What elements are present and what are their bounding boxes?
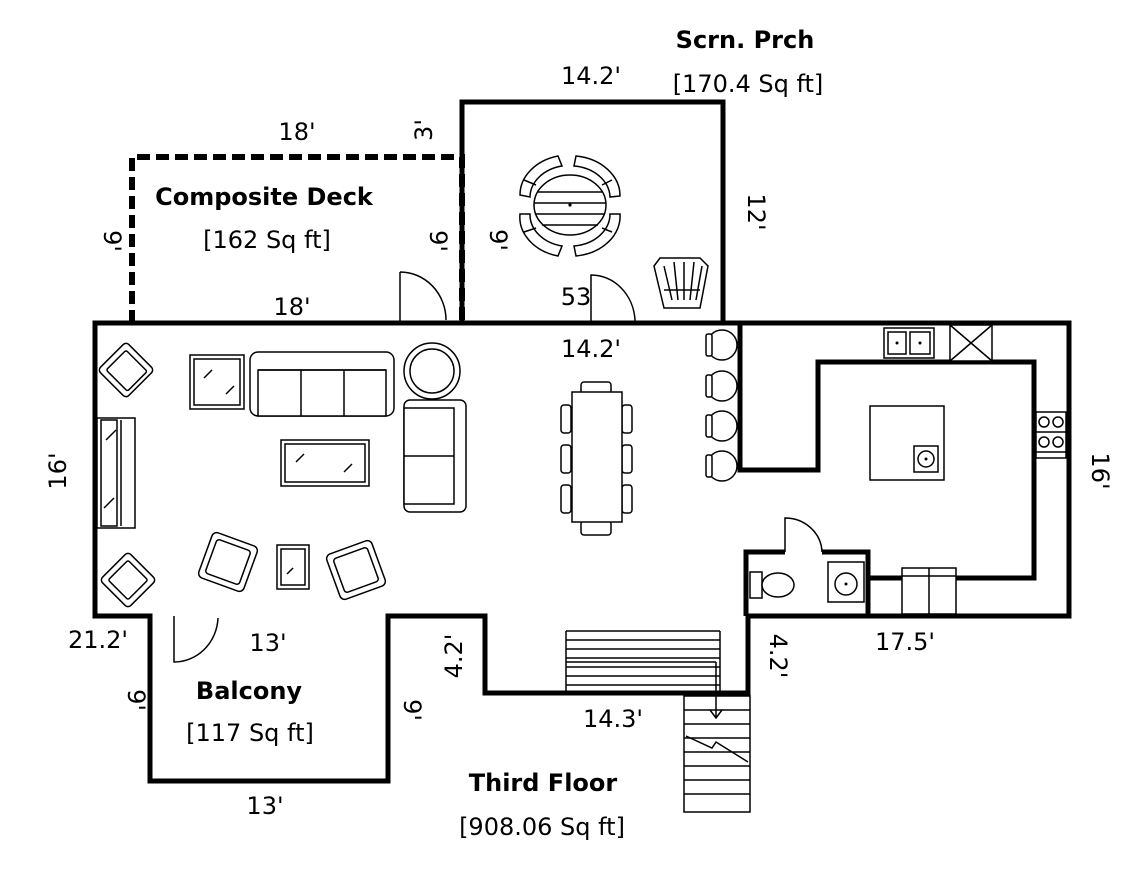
dining-set (560, 381, 633, 536)
accent-chair-right (325, 539, 387, 601)
balcony-name: Balcony (196, 677, 303, 705)
porch-door-swing (590, 274, 636, 323)
kitchen-counter-wall (737, 323, 1037, 581)
coffee-table (280, 439, 370, 487)
dim-balcony-top: 13' (249, 629, 286, 657)
toilet (749, 571, 795, 599)
sofa-left-wall (96, 417, 136, 529)
third-floor-area: [908.06 Sq ft] (459, 813, 625, 841)
armchair-top-left (98, 342, 154, 398)
balcony-area: [117 Sq ft] (186, 719, 314, 747)
stairs (565, 630, 751, 813)
dim-balcony-right: 9' (398, 699, 426, 721)
dim-main-bottom-left: 21.2' (68, 626, 128, 654)
end-table-square (189, 354, 245, 410)
dim-porch-left: 9' (484, 229, 512, 251)
dim-stair-bay-left: 4.2' (440, 634, 468, 679)
armchair-bottom-left (100, 552, 156, 608)
kitchen (869, 324, 1067, 481)
bathroom-fixtures (749, 561, 957, 615)
round-table-with-benches (519, 155, 621, 257)
bathroom-sink (827, 561, 865, 603)
sofa-top (249, 351, 395, 417)
dim-porch-door: 53 (561, 283, 592, 311)
kitchen-sink (883, 327, 935, 359)
composite-deck-railing (129, 154, 465, 323)
dim-main-top: 14.2' (561, 335, 621, 363)
deck-door-swing (399, 271, 447, 323)
dim-stair-bay-right: 4.2' (764, 634, 792, 679)
side-table-small (276, 544, 310, 590)
third-floor-name: Third Floor (469, 769, 618, 797)
dim-deck-left: 9' (98, 230, 126, 252)
bathroom-wall (822, 549, 871, 616)
exterior-stairs (683, 695, 751, 813)
bathroom-wall-left (743, 549, 785, 616)
cooktop (1035, 411, 1067, 459)
dimension-labels: 14.2' 12' 9' 53 18' 3' 9' 9' 18' 14.2' 1… (44, 62, 1114, 820)
dim-stair-bay-bottom: 14.3' (583, 705, 643, 733)
round-ottoman (403, 342, 461, 400)
adirondack-chair (653, 257, 709, 309)
living-furniture (96, 342, 467, 608)
vanity-cabinet (901, 567, 957, 615)
dim-deck-right: 9' (424, 230, 452, 252)
dim-porch-right: 12' (742, 193, 770, 230)
screened-porch-area: [170.4 Sq ft] (673, 70, 824, 98)
balcony-door-swing (173, 616, 219, 663)
dim-main-right: 16' (1086, 452, 1114, 489)
dim-deck-bottom: 18' (273, 293, 310, 321)
sofa-right (403, 399, 467, 513)
composite-deck-area: [162 Sq ft] (203, 226, 331, 254)
main-floor-wall (92, 320, 1072, 784)
walls (92, 99, 1072, 784)
island (869, 405, 945, 481)
interior-stairs (565, 630, 723, 720)
composite-deck-name: Composite Deck (155, 183, 374, 211)
bathroom-door-swing (784, 517, 823, 553)
dim-porch-top: 14.2' (561, 62, 621, 90)
refrigerator (949, 324, 993, 362)
room-labels: Scrn. Prch [170.4 Sq ft] Composite Deck … (155, 26, 823, 841)
bar-stools (705, 329, 738, 482)
dim-deck-offset: 3' (410, 119, 438, 141)
dim-main-bottom-right: 17.5' (875, 628, 935, 656)
accent-chair-left (197, 531, 259, 593)
doors (173, 271, 823, 663)
dim-main-left: 16' (44, 452, 72, 489)
dim-deck-top: 18' (278, 118, 315, 146)
screened-porch-name: Scrn. Prch (676, 26, 815, 54)
dim-balcony-left: 9' (122, 689, 150, 711)
dim-balcony-bottom: 13' (246, 792, 283, 820)
porch-furniture (519, 155, 709, 309)
